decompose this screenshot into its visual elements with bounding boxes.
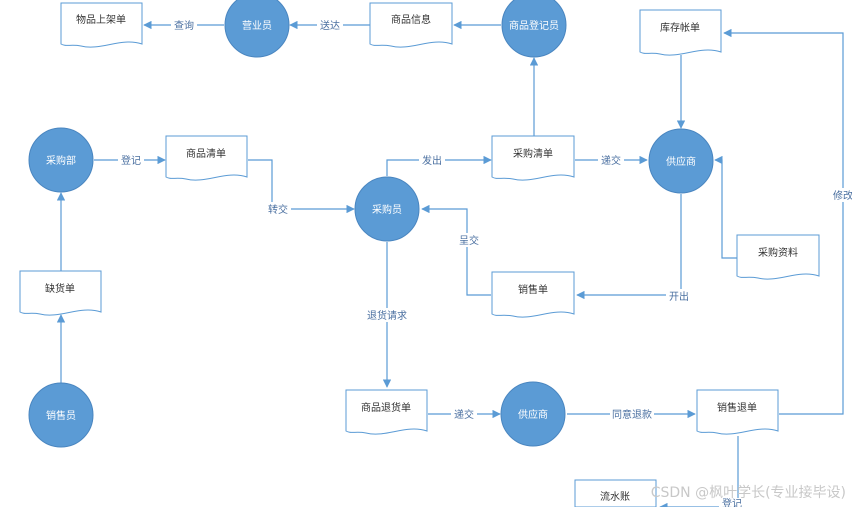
doc-wupin-shangjia: 物品上架单 (60, 2, 143, 48)
edge-label-fachu: 发出 (422, 154, 442, 167)
doc-kucun-zhang-label: 库存帐单 (660, 21, 700, 34)
role-caigoubu: 采购部 (28, 127, 94, 193)
role-shangpin-dengjiyuan: 商品登记员 (501, 0, 567, 58)
doc-kucun-zhang: 库存帐单 (639, 9, 722, 56)
connectors (56, 20, 844, 507)
role-gongyingshang-top-label: 供应商 (666, 155, 696, 168)
roles: 营业员 商品登记员 采购部 采购员 供应商 销售员 供应商 (28, 0, 714, 448)
edge-caigouyuan-to-caigouqingdan (386, 155, 492, 176)
doc-shangpin-xinxi-label: 商品信息 (391, 13, 431, 26)
doc-caigou-ziliao: 采购资料 (736, 234, 820, 280)
doc-shangpin-qingdan-label: 商品清单 (186, 147, 226, 160)
role-shangpin-dengjiyuan-label: 商品登记员 (509, 19, 559, 32)
edge-gongyingshang-to-xiaoshoudan (576, 194, 682, 300)
role-xiaoshouyuan: 销售员 (28, 382, 94, 448)
role-gongyingshang-top: 供应商 (648, 128, 714, 194)
edge-label-chaxun: 查询 (174, 19, 194, 32)
doc-shangpin-qingdan: 商品清单 (165, 135, 248, 181)
edge-label-kaichu: 开出 (669, 290, 689, 303)
role-caigouyuan: 采购员 (354, 176, 420, 242)
edge-label-xiugai: 修改 (833, 189, 852, 202)
edge-labels: 查询 送达 登记 转交 发出 递交 呈交 开出 退货请求 递交 同意退款 修改 … (118, 18, 852, 507)
edge-ziliao-to-gongyingshang (714, 155, 737, 259)
role-caigoubu-label: 采购部 (46, 154, 76, 167)
role-xiaoshouyuan-label: 销售员 (46, 409, 76, 422)
doc-liushuizhang: 流水账 (574, 479, 657, 507)
role-yingyeyuan-label: 营业员 (242, 19, 272, 32)
edge-xiaoshoudan-to-caigouyuan (421, 204, 491, 296)
documents: 物品上架单 商品信息 库存帐单 商品清单 采购清单 采购资料 缺货单 (19, 2, 820, 507)
doc-quehuodan-label: 缺货单 (45, 282, 75, 295)
doc-xiaoshou-tuidan-label: 销售退单 (717, 401, 757, 414)
doc-xiaoshoudan: 销售单 (491, 271, 575, 318)
doc-caigou-qingdan-label: 采购清单 (513, 147, 553, 160)
role-caigouyuan-label: 采购员 (372, 203, 402, 216)
edge-label-chengjiao: 呈交 (459, 234, 479, 247)
edge-label-tongyi-tuikuan: 同意退款 (612, 408, 652, 421)
edge-tuidan-to-liushui (659, 436, 739, 507)
edge-label-dijiao-top: 递交 (601, 154, 621, 167)
watermark: CSDN @枫叶学长(专业接毕设) (651, 484, 846, 501)
edge-label-zhuanjiao: 转交 (268, 203, 288, 216)
doc-caigou-ziliao-label: 采购资料 (758, 246, 798, 259)
edge-label-dijiao-bottom: 递交 (454, 408, 474, 421)
role-yingyeyuan: 营业员 (224, 0, 290, 58)
role-gongyingshang-bottom-label: 供应商 (518, 408, 548, 421)
doc-quehuodan: 缺货单 (19, 270, 102, 316)
doc-shangpin-xinxi: 商品信息 (369, 2, 453, 48)
doc-shangpin-tuihuodan-label: 商品退货单 (361, 401, 411, 414)
doc-liushuizhang-label: 流水账 (600, 490, 630, 503)
edge-tuidan-to-kucun (723, 28, 844, 415)
doc-wupin-shangjia-label: 物品上架单 (76, 13, 126, 26)
doc-shangpin-tuihuodan: 商品退货单 (345, 389, 428, 435)
doc-xiaoshou-tuidan: 销售退单 (696, 389, 779, 435)
edge-label-dengji-bottom: 登记 (722, 497, 742, 507)
edge-qingdan-to-caigouyuan (248, 159, 355, 214)
edge-label-songda: 送达 (320, 19, 340, 32)
edge-label-tuihuo-qingqiu: 退货请求 (367, 309, 407, 322)
role-gongyingshang-bottom: 供应商 (500, 381, 566, 447)
doc-xiaoshoudan-label: 销售单 (518, 283, 548, 296)
doc-caigou-qingdan: 采购清单 (491, 135, 575, 181)
edge-label-dengji: 登记 (121, 154, 141, 167)
